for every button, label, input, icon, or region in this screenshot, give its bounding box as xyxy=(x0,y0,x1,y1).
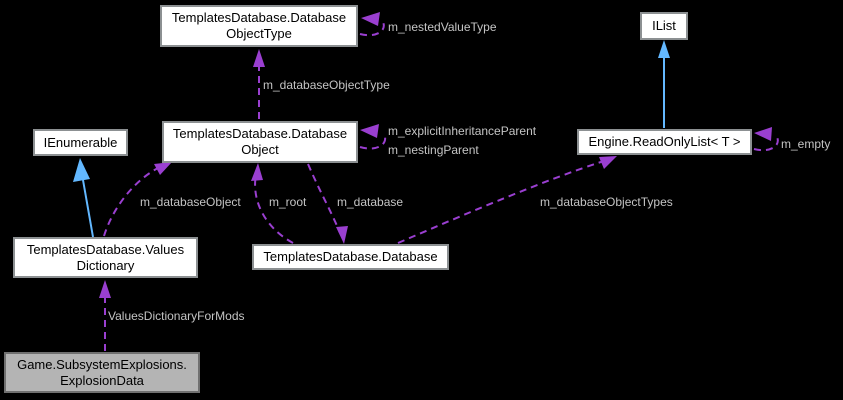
node-label: ObjectType xyxy=(226,26,292,41)
node-label: IEnumerable xyxy=(43,134,118,150)
edge-label-m-database-object-type: m_databaseObjectType xyxy=(263,78,390,92)
node-label: TemplatesDatabase.Database xyxy=(171,10,347,25)
arrowhead-m-root xyxy=(251,163,263,181)
node-templatesdatabase-database[interactable]: TemplatesDatabase.Database xyxy=(252,244,449,270)
arrowhead-m-database-object-types xyxy=(599,156,617,169)
node-ienumerable[interactable]: IEnumerable xyxy=(33,129,128,156)
edge-label-m-explicit-inheritance-parent: m_explicitInheritanceParent xyxy=(388,124,537,138)
edge-label-m-nesting-parent: m_nestingParent xyxy=(388,143,479,157)
arrowhead-m-database-object-type xyxy=(253,49,265,67)
arrowhead-m-nested-value-type xyxy=(361,12,380,26)
node-engine-readonlylist[interactable]: Engine.ReadOnlyList< T > xyxy=(577,129,752,155)
arrowhead-m-empty xyxy=(754,127,772,141)
node-label: Object xyxy=(241,142,279,157)
arrowhead-values-dictionary-for-mods xyxy=(99,280,111,298)
edge-label-m-database: m_database xyxy=(337,195,404,209)
edge-label-m-database-object-types: m_databaseObjectTypes xyxy=(540,195,673,209)
node-ilist[interactable]: IList xyxy=(640,12,688,40)
node-templatesdatabase-databaseobject[interactable]: TemplatesDatabase.Database Object xyxy=(162,121,358,163)
edge-m-database-object-types xyxy=(397,160,605,244)
node-label: Dictionary xyxy=(76,257,135,273)
node-label: Game.SubsystemExplosions. xyxy=(17,356,187,372)
node-label: TemplatesDatabase.Database xyxy=(263,249,438,264)
edge-m-database xyxy=(307,163,341,234)
node-label: Engine.ReadOnlyList< T > xyxy=(588,134,741,149)
arrowhead-inherit-ilist xyxy=(658,40,670,58)
node-game-subsystemexplosions-explosiondata: Game.SubsystemExplosions. ExplosionData xyxy=(4,352,200,393)
edge-m-nesting-parent xyxy=(359,133,387,150)
node-templatesdatabase-databaseobjecttype[interactable]: TemplatesDatabase.Database ObjectType xyxy=(160,5,358,47)
edge-label-m-database-object: m_databaseObject xyxy=(140,195,241,209)
edge-m-empty xyxy=(753,136,779,152)
edge-label-m-empty: m_empty xyxy=(781,137,831,151)
node-label: TemplatesDatabase.Database xyxy=(172,126,348,141)
node-label: TemplatesDatabase.Values xyxy=(26,241,185,257)
edge-label-values-dictionary-for-mods: ValuesDictionaryForMods xyxy=(108,309,245,323)
node-label: ExplosionData xyxy=(60,372,144,388)
node-label: IList xyxy=(652,18,676,33)
edge-m-nested-value-type xyxy=(359,21,385,37)
edge-label-m-nested-value-type: m_nestedValueType xyxy=(388,20,497,34)
arrowhead-m-explicit-inheritance-parent xyxy=(360,124,379,138)
arrowhead-inherit-ienumerable xyxy=(73,158,90,182)
arrowhead-m-database xyxy=(336,226,348,244)
arrowhead-m-database-object xyxy=(154,162,172,175)
edge-label-m-root: m_root xyxy=(269,195,307,209)
node-templatesdatabase-valuesdictionary[interactable]: TemplatesDatabase.Values Dictionary xyxy=(13,237,198,278)
edge-inherit-ienumerable xyxy=(82,179,94,238)
